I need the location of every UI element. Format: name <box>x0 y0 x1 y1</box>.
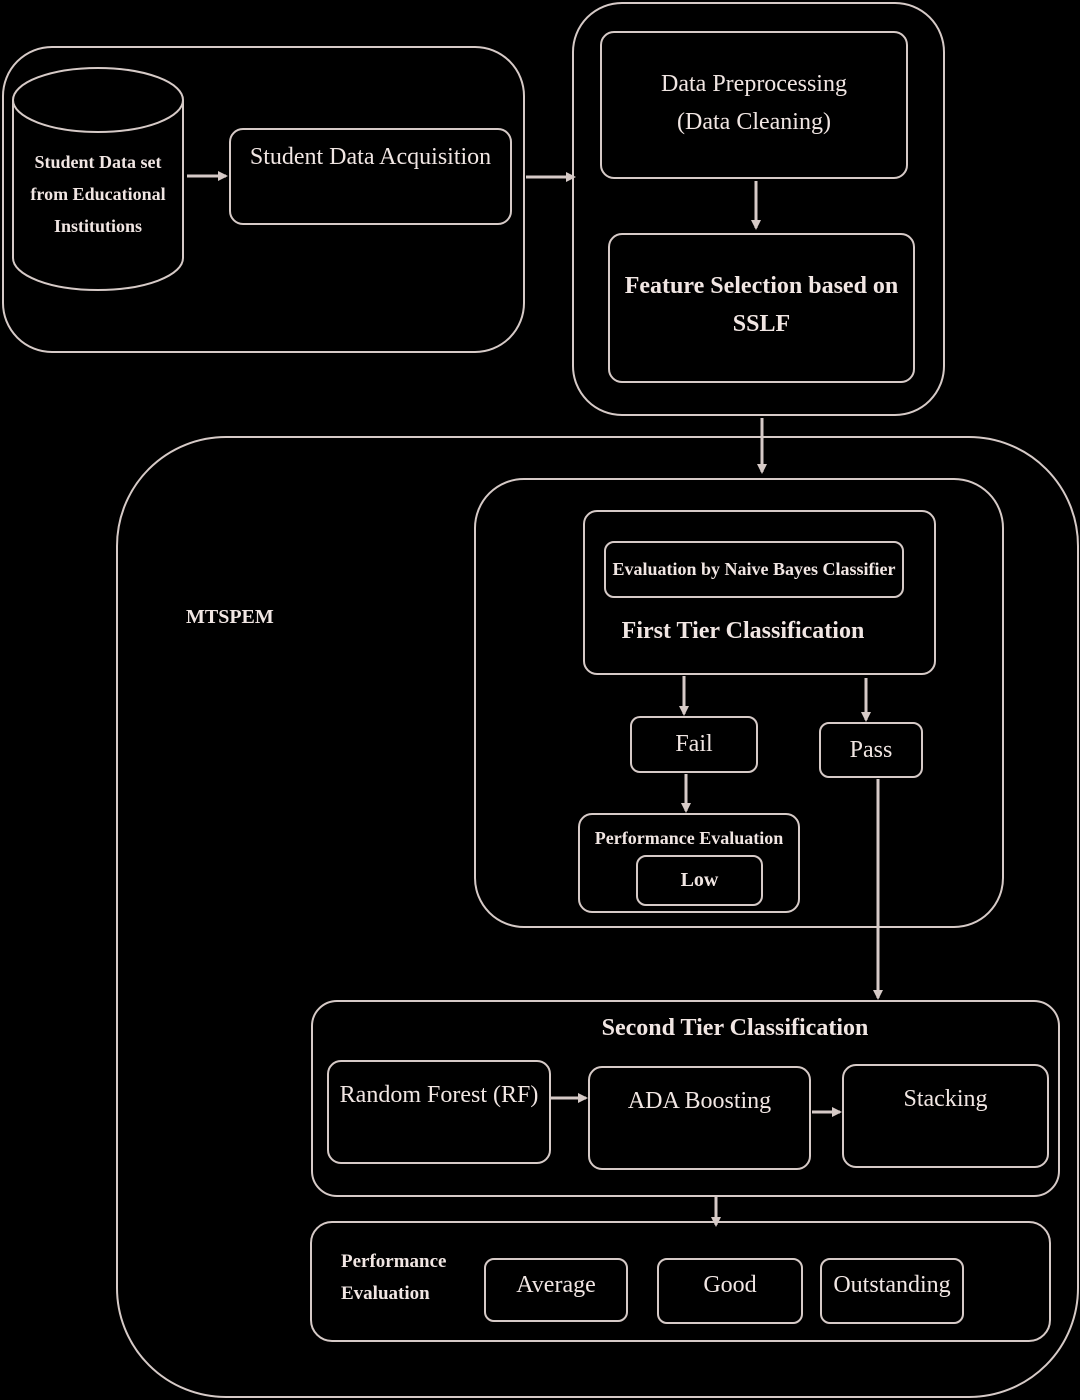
naive-bayes-box: Evaluation by Naive Bayes Classifier <box>604 541 904 598</box>
feature-selection-label: Feature Selection based on SSLF <box>624 273 899 337</box>
mtspem-group <box>116 436 1079 1398</box>
outstanding-label: Outstanding <box>833 1272 951 1298</box>
naive-bayes-label: Evaluation by Naive Bayes Classifier <box>612 559 896 579</box>
dataset-cylinder <box>12 67 184 291</box>
final-perf-group <box>310 1221 1051 1342</box>
acquisition-label: Student Data Acquisition <box>249 144 492 170</box>
mtspem-label: MTSPEM <box>186 606 274 628</box>
second-tier-label: Second Tier Classification <box>601 1015 869 1041</box>
good-label: Good <box>703 1272 757 1298</box>
perf-eval-low-box <box>578 813 800 913</box>
stacking-box: Stacking <box>842 1064 1049 1168</box>
acquisition-box: Student Data Acquisition <box>229 128 512 225</box>
perf-eval-low-label: Performance Evaluation <box>594 828 784 848</box>
first-tier-label: First Tier Classification <box>621 618 865 644</box>
final-perf-label: Performance Evaluation <box>341 1251 447 1304</box>
acquisition-group <box>2 46 525 353</box>
preprocessing-box: Data Preprocessing (Data Cleaning) <box>600 31 908 179</box>
ada-boosting-label: ADA Boosting <box>627 1088 772 1114</box>
pass-box: Pass <box>819 722 923 778</box>
preprocessing-group <box>572 2 945 416</box>
random-forest-label: Random Forest (RF) <box>339 1082 539 1108</box>
random-forest-box: Random Forest (RF) <box>327 1060 551 1164</box>
pass-label: Pass <box>849 736 893 763</box>
low-label: Low <box>680 869 719 891</box>
low-box: Low <box>636 855 763 906</box>
average-box: Average <box>484 1258 628 1322</box>
first-tier-group <box>474 478 1004 928</box>
feature-selection-box: Feature Selection based on SSLF <box>608 233 915 383</box>
stacking-label: Stacking <box>903 1086 988 1112</box>
dataset-label: Student Data set from Educational Instit… <box>30 152 166 236</box>
fail-box: Fail <box>630 716 758 773</box>
outstanding-box: Outstanding <box>820 1258 964 1324</box>
ada-boosting-box: ADA Boosting <box>588 1066 811 1170</box>
good-box: Good <box>657 1258 803 1324</box>
fail-label: Fail <box>675 731 713 757</box>
average-label: Average <box>516 1272 596 1298</box>
first-tier-box <box>583 510 936 675</box>
second-tier-group <box>311 1000 1060 1197</box>
preprocessing-label: Data Preprocessing (Data Cleaning) <box>661 71 847 135</box>
